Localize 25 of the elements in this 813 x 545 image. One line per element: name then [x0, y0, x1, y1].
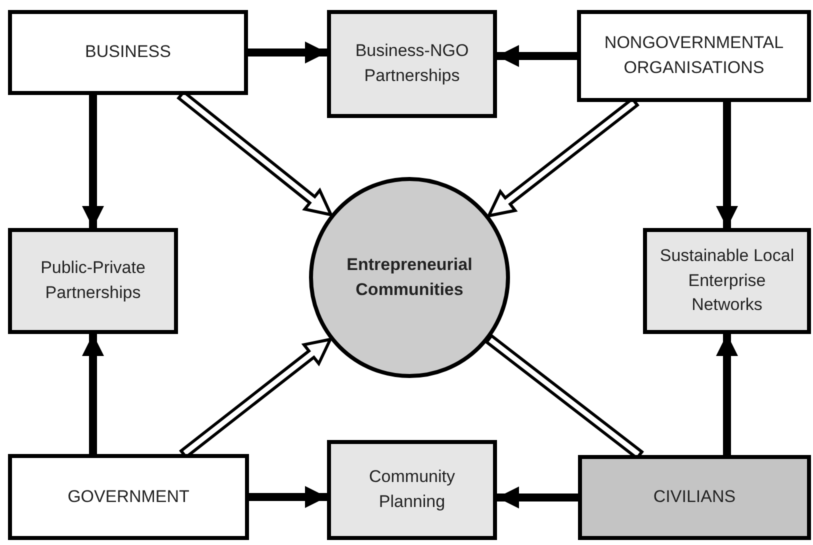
arrow — [249, 486, 327, 508]
partnership-box — [327, 10, 497, 118]
node-label: Sustainable Local Enterprise Networks — [658, 245, 796, 316]
actor-box — [577, 10, 811, 102]
actor-box — [8, 10, 248, 95]
actor-box — [8, 454, 249, 540]
arrow — [82, 95, 104, 228]
arrow — [497, 486, 578, 508]
partnership-box — [327, 440, 497, 540]
arrow — [497, 45, 577, 67]
arrow — [82, 334, 104, 454]
partnership-box — [8, 228, 178, 334]
node-label: Community Planning — [368, 466, 456, 513]
partnership-box — [643, 228, 811, 334]
node-label: NONGOVERNMENTAL ORGANISATIONS — [603, 32, 785, 79]
node-label: Entrepreneurial Communities — [346, 254, 474, 300]
arrow — [248, 42, 327, 64]
node-label: Business-NGO Partnerships — [354, 40, 470, 87]
arrow — [716, 102, 738, 228]
node-label: Public-Private Partnerships — [40, 257, 146, 304]
node-label: BUSINESS — [85, 41, 171, 64]
actor-box — [578, 455, 811, 540]
node-label: CIVILIANS — [653, 486, 736, 508]
arrow — [716, 334, 738, 455]
node-label: GOVERNMENT — [68, 486, 190, 508]
